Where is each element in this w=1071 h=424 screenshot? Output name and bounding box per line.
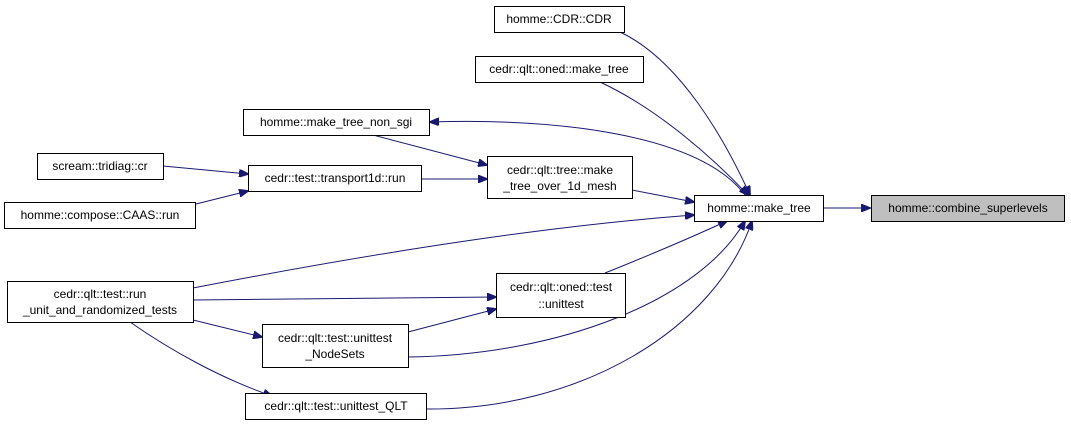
node-oned-test-unittest[interactable]: cedr::qlt::oned::test ::unittest — [496, 273, 626, 318]
node-caas-run[interactable]: homme::compose::CAAS::run — [4, 202, 196, 229]
node-box — [871, 195, 1065, 222]
node-label: homme::make_tree — [707, 201, 811, 215]
node-label: cedr::qlt::test::unittest_QLT — [264, 399, 408, 413]
node-label: homme::combine_superlevels — [888, 201, 1047, 215]
edge-layer — [129, 31, 870, 410]
node-label: cedr::qlt::tree::make — [507, 163, 613, 177]
node-make-tree[interactable]: homme::make_tree — [694, 195, 824, 222]
node-label: _tree_over_1d_mesh — [502, 179, 616, 193]
node-unittest-nodesets[interactable]: cedr::qlt::test::unittest _NodeSets — [262, 324, 409, 368]
node-tridiag-cr[interactable]: scream::tridiag::cr — [37, 153, 164, 180]
node-box — [248, 165, 422, 192]
node-box — [694, 195, 824, 222]
node-box — [494, 6, 625, 33]
edge-oned-make-tree-to-make-tree — [599, 81, 748, 195]
edge-run-unit-and-randomized-to-oned-test-unittest — [192, 297, 496, 300]
node-box — [496, 273, 626, 318]
edge-cdr-to-make-tree — [619, 31, 750, 195]
edge-run-unit-and-randomized-to-unittest-nodesets — [192, 319, 262, 337]
edge-run-unit-and-randomized-to-make-tree — [192, 215, 694, 289]
node-box — [37, 153, 164, 180]
node-label: cedr::qlt::oned::make_tree — [489, 62, 629, 76]
node-label: cedr::qlt::oned::test — [510, 280, 613, 294]
node-make-tree-non-sgi[interactable]: homme::make_tree_non_sgi — [243, 109, 430, 136]
edge-make-tree-non-sgi-to-tree-over-1d-mesh — [372, 134, 487, 165]
node-label: scream::tridiag::cr — [52, 159, 147, 173]
node-box — [245, 393, 427, 420]
node-combine-superlevels[interactable]: homme::combine_superlevels — [871, 195, 1065, 222]
node-box — [7, 281, 194, 323]
edge-unittest-nodesets-to-oned-test-unittest — [407, 309, 496, 333]
node-label: _NodeSets — [304, 347, 364, 361]
node-box — [243, 109, 430, 136]
node-box — [487, 156, 633, 199]
node-run-unit-and-randomized-tests[interactable]: cedr::qlt::test::run _unit_and_randomize… — [7, 281, 194, 323]
edge-run-unit-and-randomized-to-unittest-qlt — [129, 321, 272, 396]
node-cdr[interactable]: homme::CDR::CDR — [494, 6, 625, 33]
node-tree-make-tree-over-1d-mesh[interactable]: cedr::qlt::tree::make _tree_over_1d_mesh — [487, 156, 633, 199]
node-label: ::unittest — [538, 297, 584, 311]
node-box — [475, 56, 644, 83]
edge-caas-run-to-transport1d-run — [195, 191, 248, 205]
node-oned-make-tree[interactable]: cedr::qlt::oned::make_tree — [475, 56, 644, 83]
node-label: _unit_and_randomized_tests — [22, 303, 177, 317]
node-label: cedr::qlt::test::run — [54, 287, 147, 301]
edge-tridiag-cr-to-transport1d-run — [162, 165, 248, 174]
edge-tree-over-1d-mesh-to-make-tree — [631, 189, 694, 202]
node-label: cedr::qlt::test::unittest — [278, 331, 393, 345]
node-label: homme::compose::CAAS::run — [21, 208, 180, 222]
node-box — [262, 324, 409, 368]
node-box — [4, 202, 196, 229]
edge-make-tree-to-make-tree-non-sgi — [430, 121, 746, 196]
node-label: homme::CDR::CDR — [506, 12, 612, 26]
node-label: cedr::test::transport1d::run — [265, 171, 406, 185]
edge-unittest-qlt-to-make-tree — [425, 221, 752, 410]
edge-oned-test-unittest-to-make-tree — [604, 221, 727, 274]
node-label: homme::make_tree_non_sgi — [260, 115, 412, 129]
node-unittest-qlt[interactable]: cedr::qlt::test::unittest_QLT — [245, 393, 427, 420]
node-transport1d-run[interactable]: cedr::test::transport1d::run — [248, 165, 422, 192]
node-layer: homme::combine_superlevels homme::make_t… — [4, 6, 1065, 420]
